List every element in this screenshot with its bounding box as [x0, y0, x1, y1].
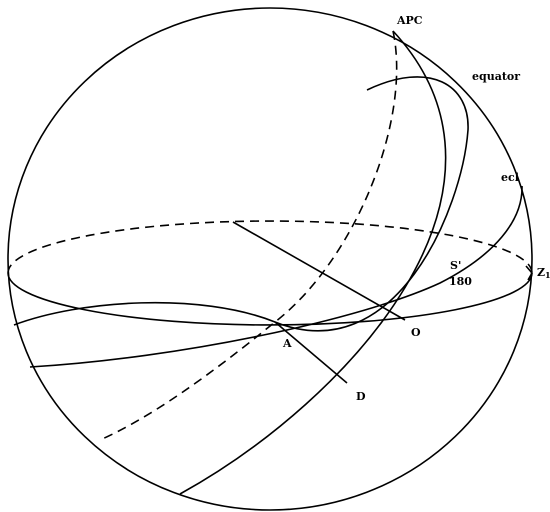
- label-apc: APC: [396, 14, 423, 27]
- label-o: O: [411, 326, 421, 339]
- label-equator: equator: [472, 70, 520, 83]
- line-to-o: [233, 222, 405, 320]
- apc-circle-back: [100, 31, 397, 440]
- label-a: A: [282, 337, 292, 350]
- label-z: Z: [537, 266, 545, 279]
- label-s-prime: S': [450, 259, 461, 272]
- equator-circle: [14, 77, 468, 331]
- label-z-subscript: 1: [545, 270, 550, 280]
- label-ecl: ecl: [501, 171, 519, 184]
- apc-circle-front: [180, 31, 446, 494]
- label-d: D: [356, 390, 366, 403]
- label-s-value: 180: [449, 275, 472, 288]
